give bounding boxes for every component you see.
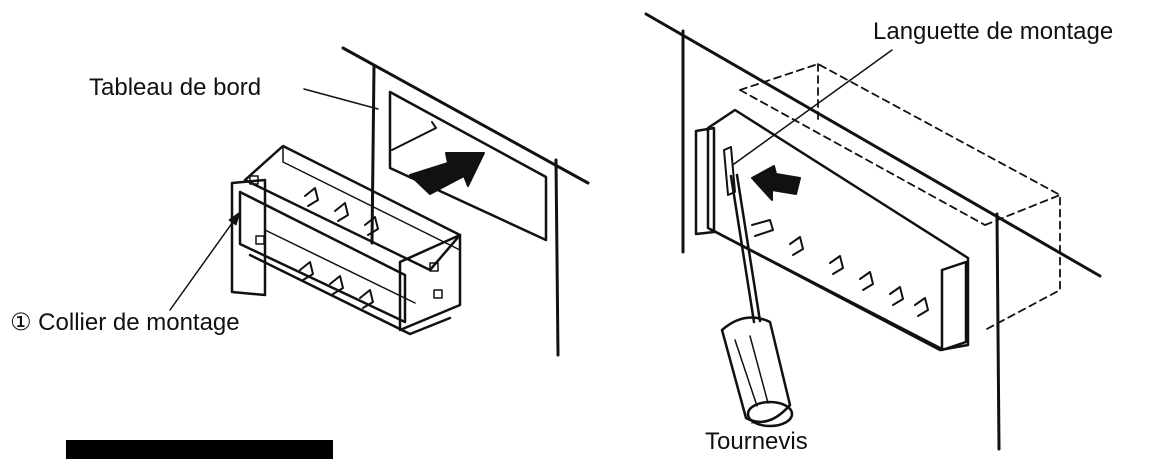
tab-leader	[733, 49, 893, 165]
screwdriver	[720, 173, 794, 428]
push-arrow-icon	[751, 165, 801, 201]
dashboard-panel	[341, 46, 590, 357]
dashboard-label: Tableau de bord	[89, 74, 262, 101]
mounting-sleeve	[230, 144, 462, 336]
mounting-tab-label: Languette de montage	[873, 18, 1114, 45]
insert-arrow-icon	[409, 152, 485, 195]
dashboard-panel-right	[644, 12, 1102, 451]
mounting-sleeve-label: ① Collier de montage	[10, 309, 240, 336]
screwdriver-label: Tournevis	[705, 428, 808, 455]
sleeve-leader	[169, 211, 241, 311]
dashboard-leader	[303, 88, 379, 110]
dashed-housing	[739, 63, 1061, 331]
black-cover-bar	[66, 440, 333, 459]
radio-unit	[694, 108, 970, 352]
